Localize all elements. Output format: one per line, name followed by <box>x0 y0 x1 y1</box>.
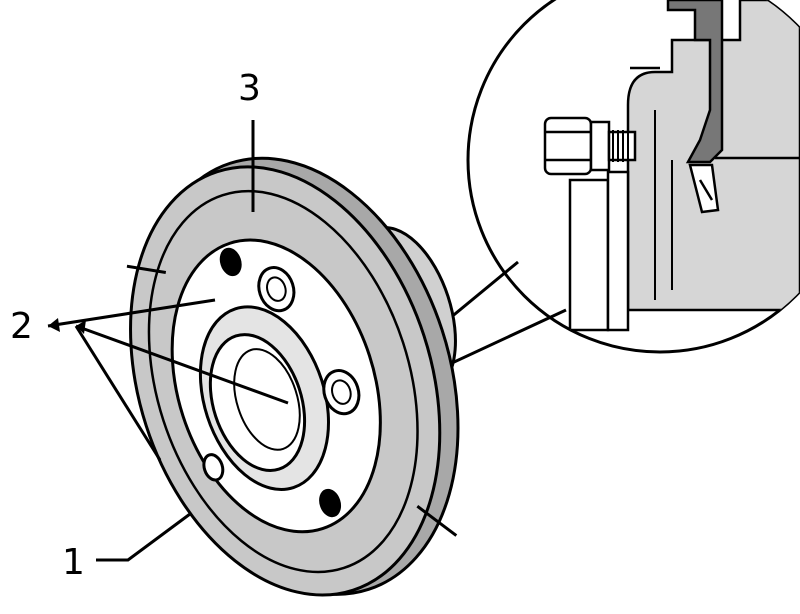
bolt-upper <box>257 266 296 313</box>
label-disc: 3 <box>238 68 261 109</box>
bolt-lower <box>322 369 361 416</box>
detail-view <box>335 0 800 418</box>
leader-2a <box>47 298 216 328</box>
bolt-hole-bottom <box>319 488 342 518</box>
leader-1 <box>96 512 191 562</box>
disc-friction-ring <box>147 189 419 574</box>
brake-disc <box>126 156 460 597</box>
bolt-hole-left <box>202 453 225 482</box>
label-hub: 1 <box>62 542 85 583</box>
label-bolts: 2 <box>10 306 33 347</box>
hub-center-bore <box>208 333 307 472</box>
detail-bracket <box>666 0 724 164</box>
leader-2b <box>75 324 289 405</box>
detail-bolt <box>543 116 637 176</box>
leader-2c <box>74 325 162 461</box>
detail-hub-flange <box>568 178 610 332</box>
bolt-hole-top <box>219 247 242 277</box>
